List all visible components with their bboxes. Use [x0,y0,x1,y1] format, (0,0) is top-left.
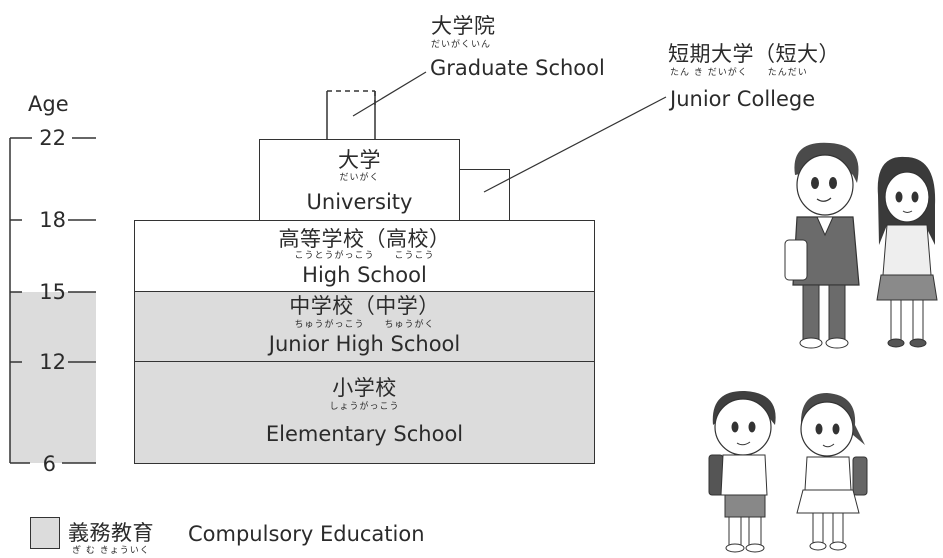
elementary-boy-figure [708,390,776,553]
elementary-girl-figure [796,393,868,551]
legend-swatch [30,517,60,549]
junior-high-ruby: ちゅうがっこう ちゅうがく [294,320,435,330]
age-scale-compulsory-band [10,292,96,463]
university-jp: 大学 [338,148,381,172]
high-school-en: High School [302,263,427,287]
high-school-ruby: こうとうがっこう こうこう [294,251,435,261]
junior-college-ruby: たん き だいがく たんだい [670,68,808,78]
university-ruby: だいがく [339,173,380,183]
junior-college-jp: 短期大学（短大） [668,42,840,66]
age-tick-12: 12 [39,350,66,374]
legend-ruby: ぎ む きょういく [72,546,150,556]
age-tick-15: 15 [39,280,66,304]
high-school-jp: 高等学校（高校） [278,227,451,251]
elementary-ruby: しょうがっこう [329,402,400,412]
graduate-school-jp: 大学院 [431,14,496,38]
high-school-boy-figure [784,142,860,349]
age-tick-22: 22 [39,126,66,150]
age-tick-6: 6 [42,452,56,476]
age-scale-lines [9,137,96,464]
university-box: 大学 だいがく University [259,139,460,222]
junior-high-jp: 中学校（中学） [289,294,440,318]
age-scale-title: Age [28,92,69,116]
junior-college-en: Junior College [670,87,816,111]
elementary-en: Elementary School [265,422,464,446]
graduate-school-ruby: だいがくいん [431,40,492,50]
high-school-girl-figure [876,156,938,348]
legend-en: Compulsory Education [188,522,425,546]
legend-jp: 義務教育 [68,521,154,545]
age-tick-18: 18 [39,208,66,232]
graduate-school-en: Graduate School [430,56,605,80]
junior-high-box: 中学校（中学） ちゅうがっこう ちゅうがく Junior High School [134,291,595,363]
elementary-jp: 小学校 [332,376,397,400]
high-school-box: 高等学校（高校） こうとうがっこう こうこう High School [134,220,595,293]
elementary-box: 小学校 しょうがっこう Elementary School [134,361,595,464]
high-school-students-illustration [784,142,938,349]
elementary-students-illustration [708,390,868,553]
junior-high-en: Junior High School [268,332,461,356]
university-en: University [306,190,413,214]
